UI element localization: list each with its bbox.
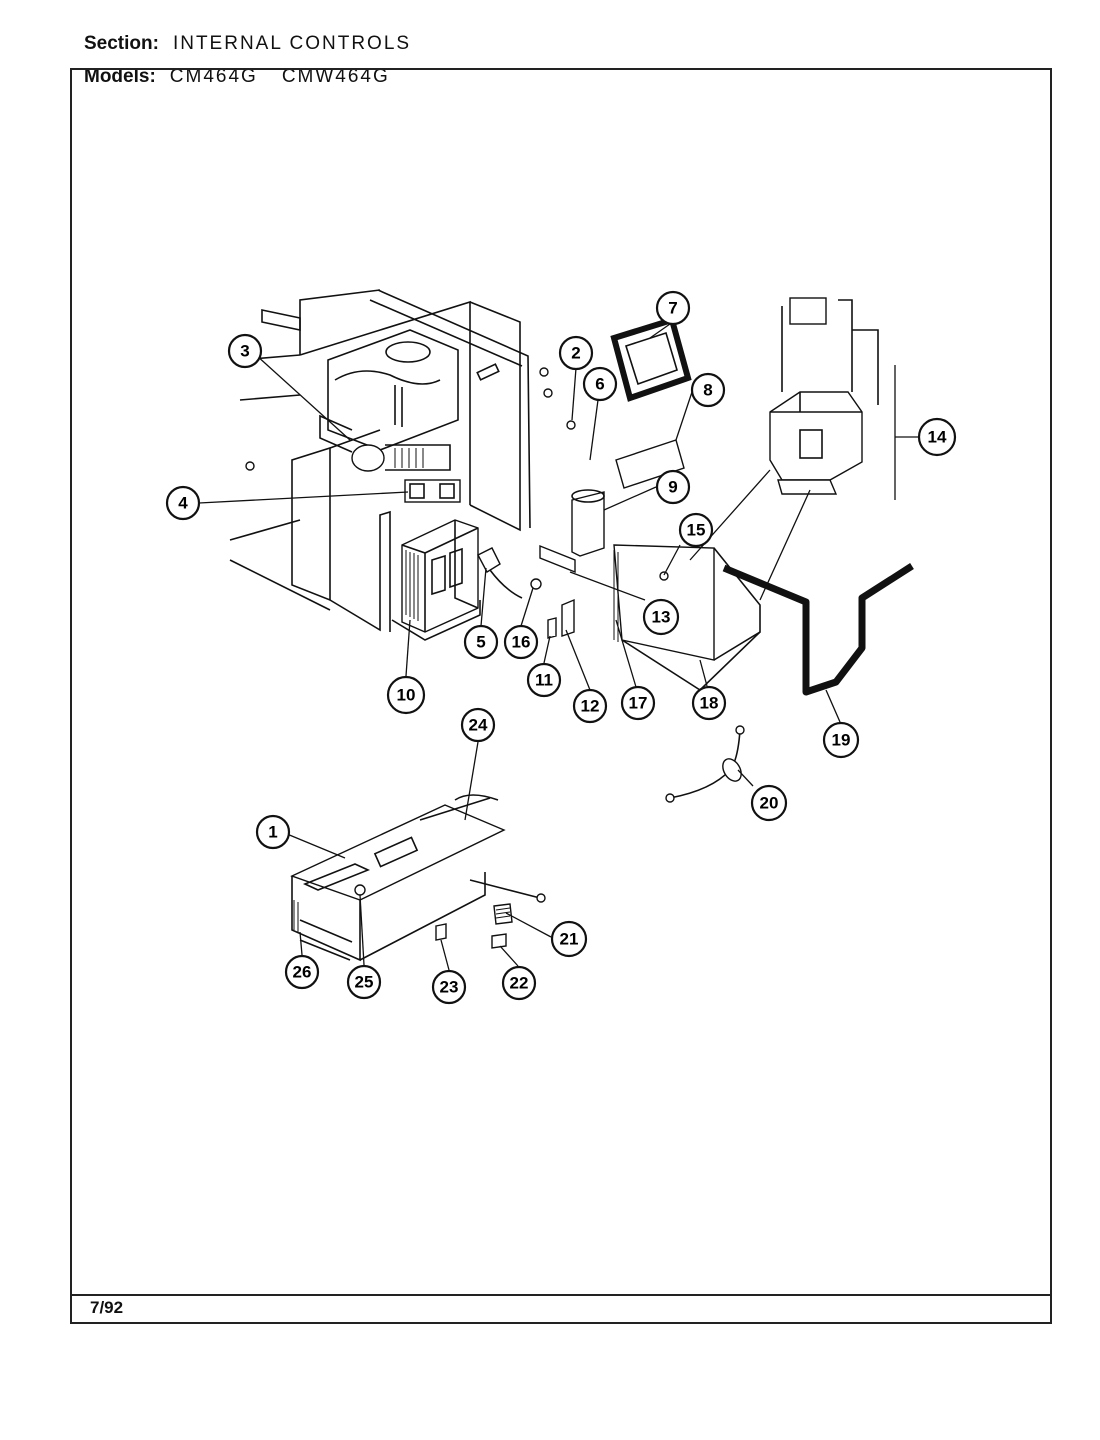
svg-text:18: 18 (700, 694, 719, 713)
callout-9: 9 (655, 469, 691, 505)
callout-13: 13 (642, 598, 680, 636)
callout-2: 2 (558, 335, 594, 371)
model-number: CM464G (169, 66, 258, 87)
svg-text:25: 25 (355, 973, 374, 992)
section-label: Section: (84, 33, 159, 54)
cabinet-frame (229, 289, 531, 632)
callout-7: 7 (655, 290, 691, 326)
callouts: 1 2 3 4 5 6 7 8 9 10 11 12 13 14 15 16 1… (165, 290, 957, 1005)
svg-text:4: 4 (178, 494, 188, 513)
callout-1: 1 (255, 814, 291, 850)
svg-text:11: 11 (535, 671, 553, 690)
duct-gasket (722, 563, 914, 696)
switch-bracket (404, 479, 461, 503)
callout-26: 26 (284, 954, 320, 990)
models-label: Models: (84, 66, 156, 87)
svg-text:13: 13 (652, 608, 671, 627)
callout-18: 18 (691, 685, 727, 721)
callout-6: 6 (582, 366, 618, 402)
model-number: CMW464G (281, 66, 390, 87)
callout-21: 21 (550, 920, 588, 958)
diagram-frame (70, 68, 1052, 1324)
callout-4: 4 (165, 485, 201, 521)
svg-text:17: 17 (629, 694, 648, 713)
clip (561, 598, 575, 637)
svg-text:20: 20 (760, 794, 779, 813)
svg-text:12: 12 (581, 697, 600, 716)
callout-23: 23 (431, 969, 467, 1005)
power-cord (665, 725, 745, 803)
blower-housing (327, 329, 459, 451)
svg-text:23: 23 (440, 978, 459, 997)
callout-24: 24 (460, 707, 496, 743)
magnetron (689, 297, 879, 601)
capacitor-strap (539, 544, 576, 574)
nut (530, 578, 542, 590)
svg-text:21: 21 (560, 930, 579, 949)
wire-clamp (477, 547, 523, 599)
svg-text:2: 2 (571, 344, 580, 363)
screws (245, 367, 576, 471)
svg-text:15: 15 (687, 521, 706, 540)
spacer (547, 617, 557, 639)
svg-text:5: 5 (476, 633, 485, 652)
callout-17: 17 (620, 685, 656, 721)
lower-hardware (435, 903, 513, 949)
leader-lines (198, 323, 918, 971)
callout-14: 14 (917, 417, 957, 457)
svg-text:14: 14 (928, 428, 947, 447)
callout-10: 10 (386, 675, 426, 715)
svg-text:22: 22 (510, 974, 529, 993)
svg-text:1: 1 (268, 823, 277, 842)
svg-text:24: 24 (469, 716, 488, 735)
callout-12: 12 (572, 688, 608, 724)
svg-text:26: 26 (293, 963, 312, 982)
callout-16: 16 (503, 624, 539, 660)
section-value: INTERNAL CONTROLS (172, 33, 412, 54)
capacitor (571, 489, 605, 557)
models-header: Models: CM464G CMW464G (84, 66, 390, 88)
callout-19: 19 (822, 721, 860, 759)
mounting-plate (613, 544, 761, 692)
section-header: Section: INTERNAL CONTROLS (84, 33, 411, 55)
svg-text:3: 3 (240, 342, 249, 361)
date-code: 7/92 (90, 1298, 124, 1317)
callout-20: 20 (750, 784, 788, 822)
svg-text:16: 16 (512, 633, 531, 652)
svg-text:19: 19 (832, 731, 851, 750)
transformer (391, 519, 481, 641)
svg-text:7: 7 (668, 299, 677, 318)
svg-text:8: 8 (703, 381, 712, 400)
svg-text:6: 6 (595, 375, 604, 394)
callout-5: 5 (463, 624, 499, 660)
callout-22: 22 (501, 965, 537, 1001)
callout-8: 8 (690, 372, 726, 408)
callout-3: 3 (227, 333, 263, 369)
footer-divider (70, 1294, 1052, 1296)
callout-11: 11 (526, 662, 562, 698)
fan-motor (319, 414, 451, 472)
callout-25: 25 (346, 964, 382, 1000)
svg-text:10: 10 (397, 686, 416, 705)
control-panel-assembly (290, 794, 546, 962)
svg-text:9: 9 (668, 478, 677, 497)
callout-15: 15 (678, 512, 714, 548)
gasket (610, 316, 692, 402)
cover-plate (615, 439, 685, 489)
